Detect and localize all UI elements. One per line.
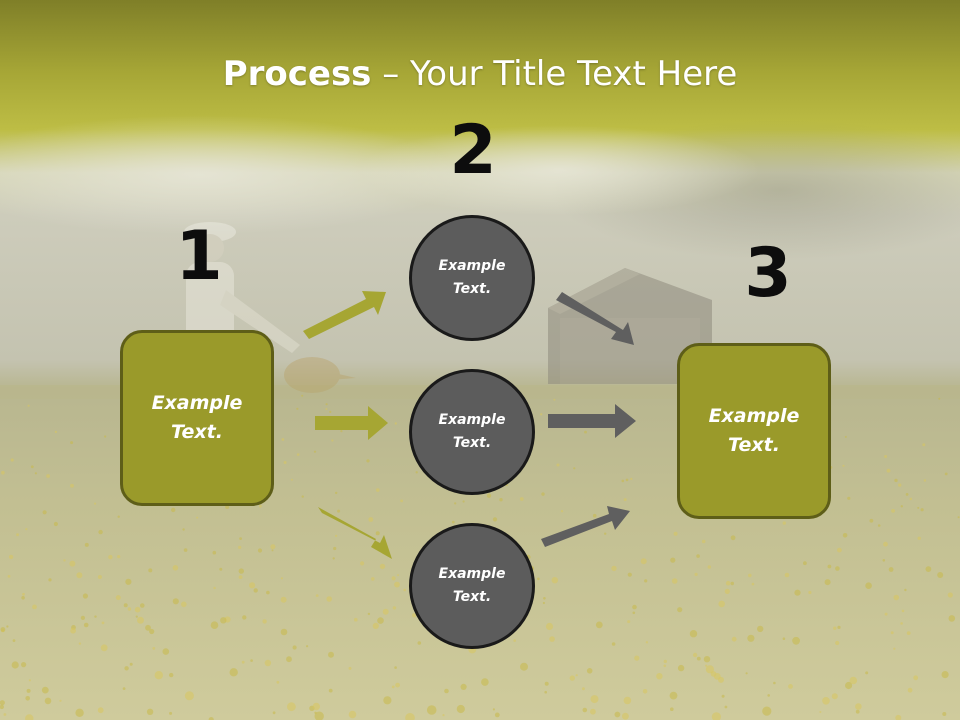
circle-top-line-1: Example [438,258,506,274]
left-text-box: Example Text. [120,330,274,506]
arrow-upper-left [303,291,386,339]
left-box-line-1: Example [151,392,243,414]
circle-node-bottom: Example Text. [409,523,535,649]
circle-top-line-2: Text. [452,281,492,297]
woman-silhouette [184,222,356,393]
arrow-lower-left [318,507,392,559]
right-box-line-2: Text. [728,434,780,456]
step-number-2: 2 [449,111,497,190]
arrow-middle-right [548,404,636,438]
right-text-box: Example Text. [677,343,831,519]
circle-bottom-line-2: Text. [452,589,492,605]
slide-title: Process – Your Title Text Here [0,52,960,96]
title-bold: Process [222,54,372,94]
title-rest: – Your Title Text Here [371,54,738,94]
arrow-lower-right [541,506,630,547]
arrow-upper-right [556,292,634,345]
arrow-middle-left [315,406,388,440]
barn-silhouette [548,268,712,384]
right-box-line-1: Example [708,405,800,427]
circle-middle-line-1: Example [438,412,506,428]
circle-node-middle: Example Text. [409,369,535,495]
circle-node-top: Example Text. [409,215,535,341]
circle-middle-line-2: Text. [452,435,492,451]
step-number-1: 1 [175,217,223,296]
step-number-3: 3 [744,234,792,313]
left-box-line-2: Text. [171,421,223,443]
circle-bottom-line-1: Example [438,566,506,582]
